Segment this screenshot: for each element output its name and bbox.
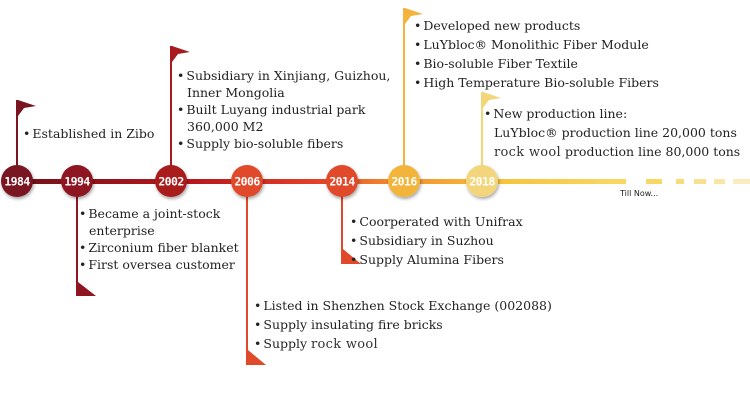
year-node-2016: 2016 [388,165,420,197]
flag-1984 [16,100,36,166]
event-item: Listed in Shenzhen Stock Exchange (00208… [254,296,551,315]
event-item: New production line: [484,104,740,123]
timeline-dash [676,179,684,184]
event-item: Subsidiary in Suzhou [350,231,523,250]
event-2006: Listed in Shenzhen Stock Exchange (00208… [254,296,552,354]
event-item: LuYbloc® Monolithic Fiber Module [414,35,659,54]
event-2014: Coorperated with Unifrax Subsidiary in S… [350,212,523,269]
event-item: Zirconium fiber blanket [79,239,238,256]
year-node-2018: 2018 [466,165,498,197]
event-item: Supply rock wool [254,334,552,354]
timeline-bar [8,179,626,184]
year-node-2002: 2002 [155,165,187,197]
event-item: Became a joint-stock [79,205,239,222]
year-circle [155,165,187,197]
year-node-1984: 1984 [1,165,33,197]
timeline-dash [714,179,725,184]
timeline-dash [646,179,662,184]
event-item: Supply bio-soluble fibers [177,135,390,152]
event-text: Supply [263,336,312,351]
event-item-cont: 360,000 M2 [187,119,264,134]
year-label: 2006 [234,175,260,189]
event-item-cont: enterprise [89,223,155,238]
event-item: Bio-soluble Fiber Textile [414,54,659,73]
year-label: 2002 [158,175,183,189]
event-text-rockwool: rock wool [311,337,379,352]
event-item: High Temperature Bio-soluble Fibers [414,73,659,92]
year-label: 1994 [64,175,90,189]
event-2016: Developed new products LuYbloc® Monolith… [414,16,659,92]
event-1994: Became a joint-stock enterprise Zirconiu… [79,205,239,273]
event-item-cont: Inner Mongolia [187,85,285,100]
event-item: Subsidiary in Xinjiang, Guizhou, [177,67,390,84]
event-item: Built Luyang industrial park [177,101,390,118]
timeline-dash [694,179,706,184]
event-1984: Established in Zibo [23,125,154,142]
flag-2006 [246,196,266,365]
event-item: Established in Zibo [23,125,154,142]
event-item-cont: LuYbloc® production line 20,000 tons [494,125,737,140]
year-label: 2016 [391,175,417,189]
timeline-dash [733,179,750,184]
year-circle [326,165,358,197]
event-item-cont: rock wool production line 80,000 tons [484,142,740,162]
year-node-1994: 1994 [61,165,93,197]
year-circle [61,165,93,197]
event-item: Developed new products [414,16,659,35]
event-2018: New production line: LuYbloc® production… [484,104,740,162]
year-label: 2018 [469,175,495,189]
year-label: 1984 [4,175,30,189]
year-node-2006: 2006 [231,165,263,197]
flag-1994 [76,196,96,296]
event-item: Supply Alumina Fibers [350,250,523,269]
event-item: First oversea customer [79,256,239,273]
year-circle [466,165,498,197]
year-circle [1,165,33,197]
year-circle [388,165,420,197]
event-text-rockwool: rock wool [494,145,561,160]
event-text: production line 80,000 tons [560,144,741,159]
event-item: Coorperated with Unifrax [350,212,522,231]
year-label: 2014 [329,175,355,189]
flag-2002 [170,46,190,166]
flag-2016 [403,8,423,166]
till-now-label: Till Now... [620,189,659,198]
year-node-2014: 2014 [326,165,358,197]
year-circle [231,165,263,197]
event-2002: Subsidiary in Xinjiang, Guizhou, Inner M… [177,67,390,152]
flag-2018 [481,92,501,166]
event-item: Supply insulating fire bricks [254,315,552,334]
